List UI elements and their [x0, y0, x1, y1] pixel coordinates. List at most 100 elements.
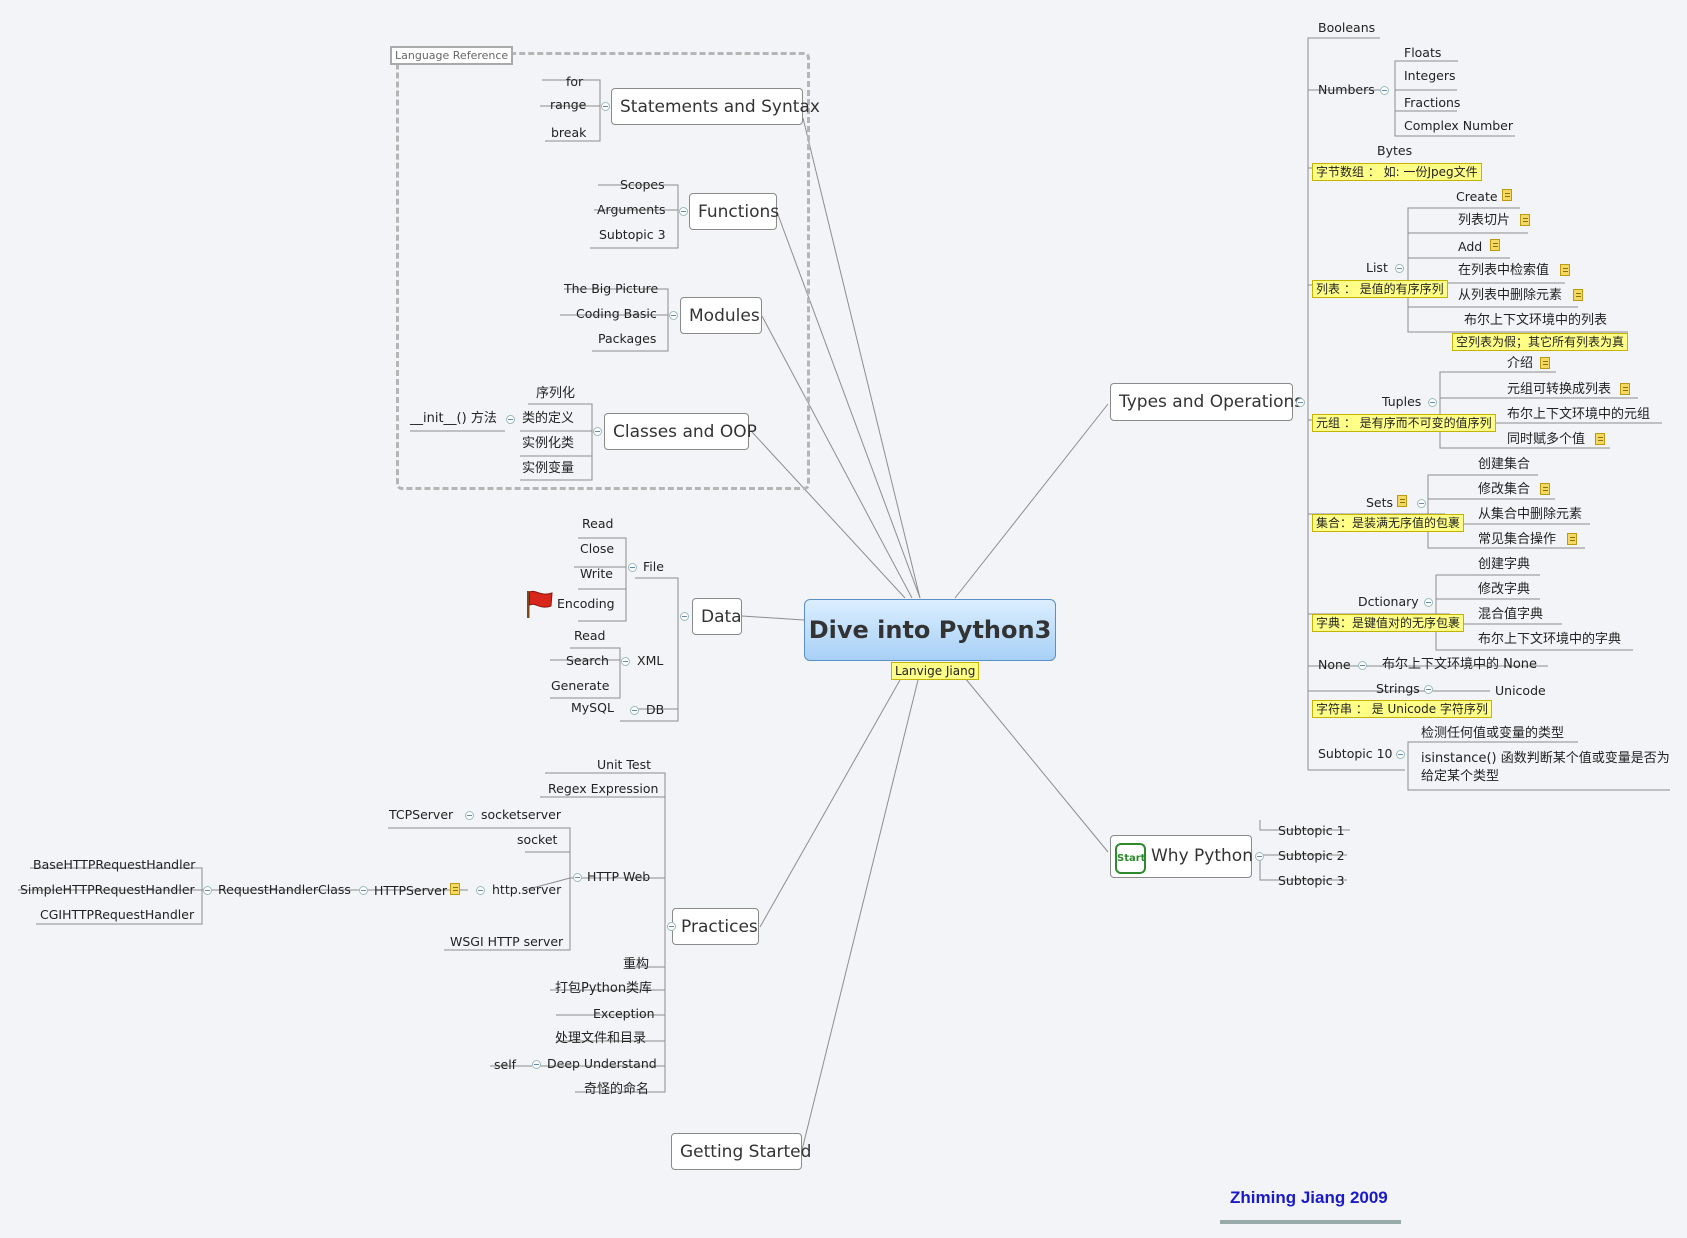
node-list-slicing[interactable]: 列表切片	[1458, 213, 1511, 228]
node-request-handler-class[interactable]: RequestHandlerClass	[218, 882, 351, 897]
collapse-icon[interactable]	[601, 102, 610, 111]
collapse-icon[interactable]	[1358, 661, 1367, 670]
node-strings[interactable]: Strings	[1376, 681, 1420, 696]
collapse-icon[interactable]	[1424, 598, 1433, 607]
collapse-icon[interactable]	[1395, 264, 1404, 273]
node-isinstance-cont[interactable]: 给定某个类型	[1421, 769, 1500, 784]
node-simple-http-request-handler[interactable]: SimpleHTTPRequestHandler	[20, 882, 195, 897]
node-packages[interactable]: Packages	[598, 331, 657, 346]
collapse-icon[interactable]	[667, 922, 676, 931]
collapse-icon[interactable]	[1380, 86, 1389, 95]
collapse-icon[interactable]	[359, 886, 368, 895]
node-bytes[interactable]: Bytes	[1377, 143, 1413, 158]
collapse-icon[interactable]	[532, 1060, 541, 1069]
node-self[interactable]: self	[494, 1057, 517, 1072]
node-list-add[interactable]: Add	[1458, 239, 1483, 254]
node-base-http-request-handler[interactable]: BaseHTTPRequestHandler	[33, 857, 196, 872]
memo-icon[interactable]	[1502, 189, 1512, 201]
node-why-subtopic-1[interactable]: Subtopic 1	[1278, 823, 1345, 838]
node-class-definition[interactable]: 类的定义	[522, 411, 575, 426]
node-the-big-picture[interactable]: The Big Picture	[564, 281, 659, 296]
memo-icon[interactable]	[1490, 239, 1500, 251]
node-list-search[interactable]: 在列表中检索值	[1458, 263, 1550, 278]
collapse-icon[interactable]	[630, 706, 639, 715]
node-statements-and-syntax[interactable]: Statements and Syntax	[611, 88, 820, 125]
collapse-icon[interactable]	[669, 311, 678, 320]
node-cgi-http-request-handler[interactable]: CGIHTTPRequestHandler	[40, 907, 195, 922]
memo-icon[interactable]	[1520, 214, 1530, 226]
node-instantiation[interactable]: 实例化类	[522, 436, 575, 451]
collapse-icon[interactable]	[1396, 750, 1405, 759]
node-floats[interactable]: Floats	[1404, 45, 1442, 60]
node-file-close[interactable]: Close	[580, 541, 615, 556]
node-sets-create[interactable]: 创建集合	[1478, 457, 1531, 472]
node-modules[interactable]: Modules	[680, 297, 762, 334]
node-xml-read[interactable]: Read	[574, 628, 606, 643]
node-dict-boolean[interactable]: 布尔上下文环境中的字典	[1478, 632, 1622, 647]
node-sets-ops[interactable]: 常见集合操作	[1478, 532, 1557, 547]
collapse-icon[interactable]	[465, 811, 474, 820]
memo-icon[interactable]	[1567, 533, 1577, 545]
collapse-icon[interactable]	[203, 886, 212, 895]
node-packaging[interactable]: 打包Python类库	[555, 981, 653, 996]
node-tuples-multi-assign[interactable]: 同时赋多个值	[1507, 432, 1586, 447]
node-type-check[interactable]: 检测任何值或变量的类型	[1421, 726, 1565, 741]
memo-icon[interactable]	[450, 883, 460, 895]
node-db[interactable]: DB	[646, 702, 665, 717]
node-files-and-dirs[interactable]: 处理文件和目录	[555, 1031, 647, 1046]
collapse-icon[interactable]	[506, 415, 515, 424]
node-file-read[interactable]: Read	[582, 516, 614, 531]
node-wsgi-http-server[interactable]: WSGI HTTP server	[450, 934, 564, 949]
node-http-server[interactable]: http.server	[492, 882, 562, 897]
memo-icon[interactable]	[1620, 383, 1630, 395]
node-practices[interactable]: Practices	[672, 908, 759, 945]
node-classes-and-oop[interactable]: Classes and OOP	[604, 413, 757, 450]
collapse-icon[interactable]	[476, 886, 485, 895]
node-list[interactable]: List	[1366, 260, 1388, 275]
collapse-icon[interactable]	[1424, 685, 1433, 694]
node-socketserver[interactable]: socketserver	[481, 807, 561, 822]
collapse-icon[interactable]	[628, 563, 637, 572]
node-refactor[interactable]: 重构	[623, 957, 650, 972]
memo-icon[interactable]	[1560, 264, 1570, 276]
node-httpserver[interactable]: HTTPServer	[374, 883, 447, 898]
node-subtopic-3[interactable]: Subtopic 3	[599, 227, 666, 242]
node-xml-generate[interactable]: Generate	[551, 678, 610, 693]
collapse-icon[interactable]	[621, 657, 630, 666]
memo-icon[interactable]	[1540, 483, 1550, 495]
node-serialization[interactable]: 序列化	[536, 386, 576, 401]
node-file-write[interactable]: Write	[580, 566, 614, 581]
collapse-icon[interactable]	[1428, 398, 1437, 407]
node-integers[interactable]: Integers	[1404, 68, 1456, 83]
collapse-icon[interactable]	[680, 612, 689, 621]
memo-icon[interactable]	[1595, 433, 1605, 445]
node-complex-number[interactable]: Complex Number	[1404, 118, 1514, 133]
collapse-icon[interactable]	[679, 207, 688, 216]
node-http-web[interactable]: HTTP Web	[587, 869, 651, 884]
central-topic[interactable]: Dive into Python3	[804, 599, 1056, 661]
node-dict-modify[interactable]: 修改字典	[1478, 582, 1531, 597]
node-list-create[interactable]: Create	[1456, 189, 1498, 204]
node-break[interactable]: break	[551, 125, 587, 140]
node-data[interactable]: Data	[692, 598, 742, 635]
collapse-icon[interactable]	[573, 873, 582, 882]
memo-icon[interactable]	[1573, 289, 1583, 301]
node-regex-expression[interactable]: Regex Expression	[548, 781, 659, 796]
node-subtopic-10[interactable]: Subtopic 10	[1318, 746, 1393, 761]
node-tuples-to-list[interactable]: 元组可转换成列表	[1507, 382, 1612, 397]
node-fractions[interactable]: Fractions	[1404, 95, 1461, 110]
node-file[interactable]: File	[643, 559, 664, 574]
node-dict-create[interactable]: 创建字典	[1478, 557, 1531, 572]
node-unicode[interactable]: Unicode	[1495, 683, 1546, 698]
node-why-subtopic-2[interactable]: Subtopic 2	[1278, 848, 1345, 863]
memo-icon[interactable]	[1540, 357, 1550, 369]
collapse-icon[interactable]	[1296, 398, 1305, 407]
node-range[interactable]: range	[550, 97, 587, 112]
node-file-encoding[interactable]: Encoding	[557, 596, 615, 611]
node-arguments[interactable]: Arguments	[597, 202, 666, 217]
node-xml-search[interactable]: Search	[566, 653, 609, 668]
node-deep-understand[interactable]: Deep Understand	[547, 1056, 657, 1071]
node-sets-modify[interactable]: 修改集合	[1478, 482, 1531, 497]
node-scopes[interactable]: Scopes	[620, 177, 665, 192]
node-why-subtopic-3[interactable]: Subtopic 3	[1278, 873, 1345, 888]
